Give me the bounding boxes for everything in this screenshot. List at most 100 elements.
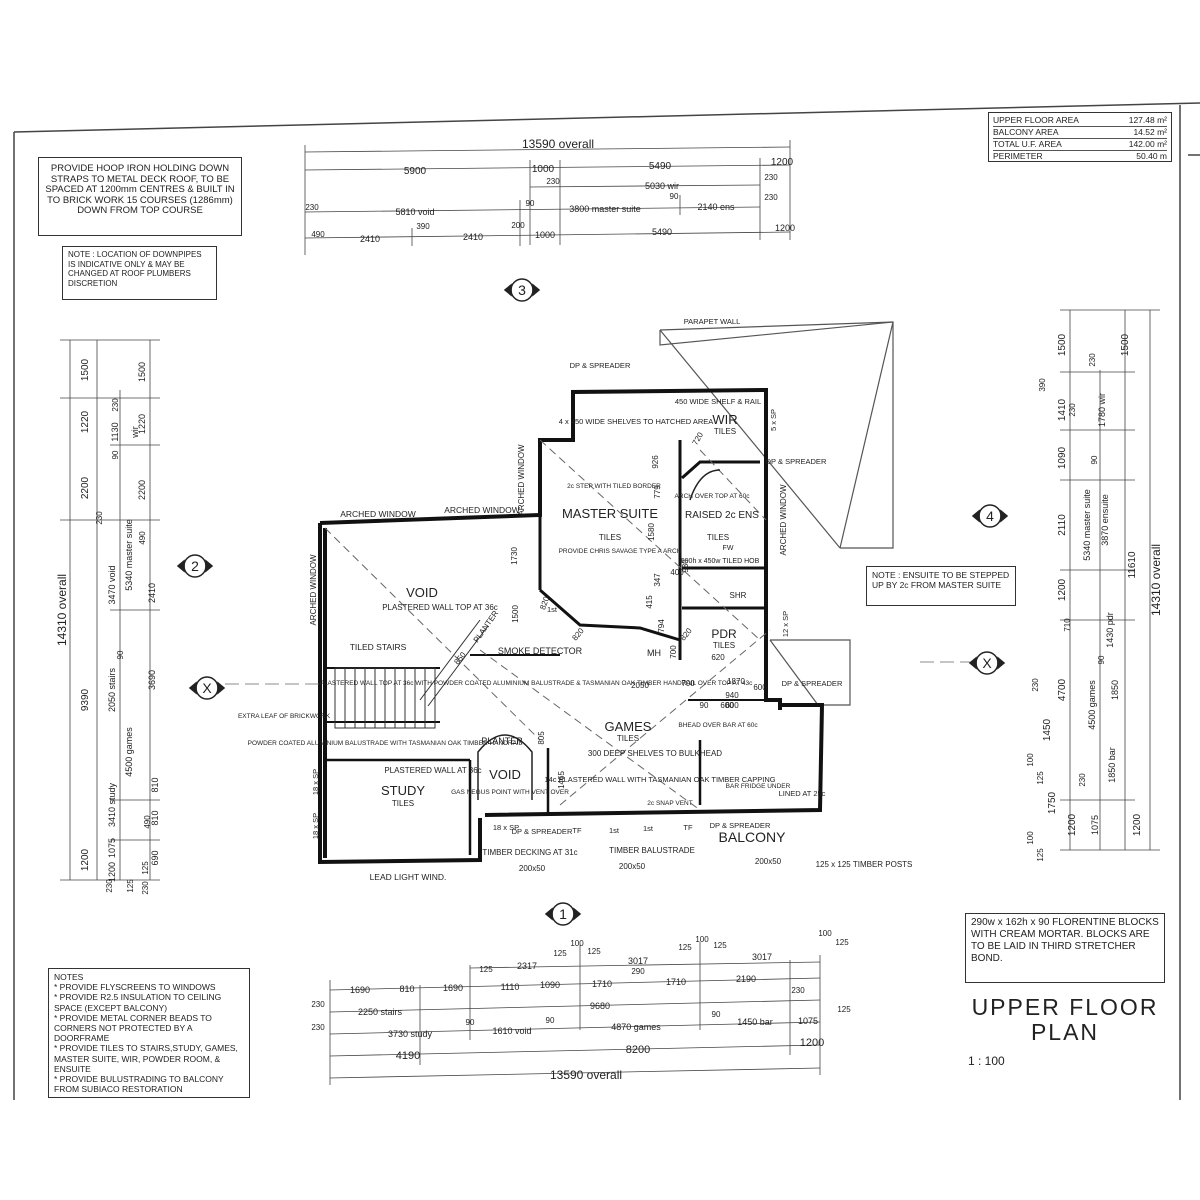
dim: 4500 games: [124, 727, 134, 777]
dim: 1690: [350, 985, 370, 995]
first-1: 1st: [609, 826, 620, 835]
dim: 125: [479, 965, 493, 974]
dim: 1090: [540, 980, 560, 990]
dim: 1000: [535, 230, 555, 240]
dim: 1500: [80, 358, 91, 381]
dim: 820: [570, 626, 586, 642]
dim: 1200: [1132, 813, 1143, 836]
dim: 5490: [649, 161, 672, 172]
room-wir-tiles: TILES: [714, 427, 736, 436]
dim: 1200: [1067, 813, 1078, 836]
dim: 1500: [1057, 333, 1068, 356]
room-void-2: VOID: [489, 767, 521, 782]
bottom-dimensions: [329, 942, 821, 1085]
walls: [318, 387, 825, 865]
left-dimension-labels: 14310 overall 1500 1220 2200 9390 1200 1…: [55, 358, 160, 894]
room-wir: WIR: [712, 412, 737, 427]
right-dimension-labels: 14310 overall 1500 1410 1090 2110 1200 4…: [1026, 333, 1163, 861]
dim: 1780 wir: [1097, 393, 1107, 427]
area-label: TOTAL U.F. AREA: [993, 139, 1062, 149]
balustrade-note: PLASTERED WALL TOP AT 36c WITH POWDER CO…: [320, 680, 754, 687]
dim: 390: [416, 222, 430, 231]
dim: 2317: [517, 961, 537, 971]
deep-shelves: 300 DEEP SHELVES TO BULKHEAD: [588, 749, 722, 758]
dim: 290: [631, 967, 645, 976]
area-label: UPPER FLOOR AREA: [993, 115, 1079, 125]
dim: 125: [126, 879, 135, 893]
dim: 125: [553, 949, 567, 958]
left-dimensions: [60, 339, 160, 881]
dim: 2190: [736, 974, 756, 984]
dim: 1220: [137, 414, 147, 434]
dim: 5810 void: [395, 207, 434, 217]
annotations: PARAPET WALL DP & SPREADER DP & SPREADER…: [238, 317, 912, 882]
dim: 200: [511, 221, 525, 230]
dim: 200x50: [619, 862, 646, 871]
dim: 90: [700, 701, 709, 710]
gas-point: GAS NEGUS POINT WITH VENT OVER: [451, 789, 569, 796]
top-dimension-labels: 13590 overall 5900 1000 5490 1200 5030 w…: [305, 137, 795, 244]
dim: 1075: [107, 838, 117, 858]
planter-label: PLANTER: [481, 736, 523, 746]
roof-outline: [659, 321, 894, 706]
dim: 850: [452, 650, 468, 666]
dim: 230: [141, 881, 150, 895]
dim: 230: [311, 1000, 325, 1009]
dim: 9680: [590, 1001, 610, 1011]
dim: 3800 master suite: [569, 204, 641, 214]
dim: 1500: [511, 605, 520, 623]
area-row: TOTAL U.F. AREA 142.00 m²: [993, 139, 1167, 151]
dp-spreader-3: DP & SPREADER: [782, 679, 843, 688]
dim: 600: [725, 701, 739, 710]
dim: 805: [537, 731, 546, 745]
room-pdr: PDR: [711, 627, 737, 641]
dim: 700: [669, 645, 678, 659]
sp-18-a: 18 x SP: [311, 769, 320, 795]
dim: 2110: [1057, 514, 1068, 536]
drawing-title: UPPER FLOOR PLAN: [971, 994, 1159, 1045]
dim: 1110: [501, 982, 520, 992]
area-value: 142.00 m²: [1128, 139, 1167, 149]
room-master-suite: MASTER SUITE: [562, 506, 658, 521]
dim: 3017: [628, 956, 648, 966]
shelf-rail: 450 WIDE SHELF & RAIL: [675, 397, 761, 406]
dim: 2250 stairs: [358, 1007, 403, 1017]
dim: 90: [670, 192, 679, 201]
dim: 2140 ens: [697, 202, 735, 212]
dim: 1500: [1120, 333, 1131, 356]
dim: 1200: [80, 848, 91, 871]
dp-spreader-5: DP & SPREADER: [512, 827, 573, 836]
room-ens-tiles: TILES: [707, 533, 729, 542]
area-label: BALCONY AREA: [993, 127, 1059, 137]
dim: 90: [526, 199, 535, 208]
sheet-border: [13, 102, 1200, 1100]
dim: 100: [570, 939, 584, 948]
downpipes-note: NOTE : LOCATION OF DOWNPIPES IS INDICATI…: [62, 246, 217, 300]
dim: 1220: [80, 410, 91, 433]
parapet-wall: PARAPET WALL: [684, 317, 741, 326]
inner-dimensions: 1730 1500 850 820 820 600 2050 700 1870 …: [452, 430, 781, 873]
dim: 5900: [404, 166, 427, 177]
axis-4: 4: [986, 508, 994, 524]
dim: 230: [546, 177, 560, 186]
dim: 1710: [666, 977, 686, 987]
bar-fridge: BAR FRIDGE UNDER: [726, 783, 791, 790]
dim: 3690: [147, 670, 157, 690]
dim: 720: [691, 430, 706, 447]
axis-x-left: X: [202, 680, 212, 696]
axis-markers: [176, 278, 1009, 926]
dim: 100: [695, 935, 709, 944]
dim: 415: [645, 595, 654, 609]
top-dimensions: [304, 140, 791, 255]
dim: 1450: [1042, 718, 1053, 741]
dim: 3470 void: [107, 565, 117, 604]
dim: 100: [818, 929, 832, 938]
step-note: 2c STEP WITH TILED BORDER: [567, 483, 661, 490]
room-void: VOID: [406, 585, 438, 600]
dim: 347: [653, 573, 662, 587]
drawing-scale: 1 : 100: [968, 1054, 1005, 1068]
area-value: 14.52 m²: [1133, 127, 1167, 137]
arched-window-2: ARCHED WINDOW: [444, 505, 520, 515]
